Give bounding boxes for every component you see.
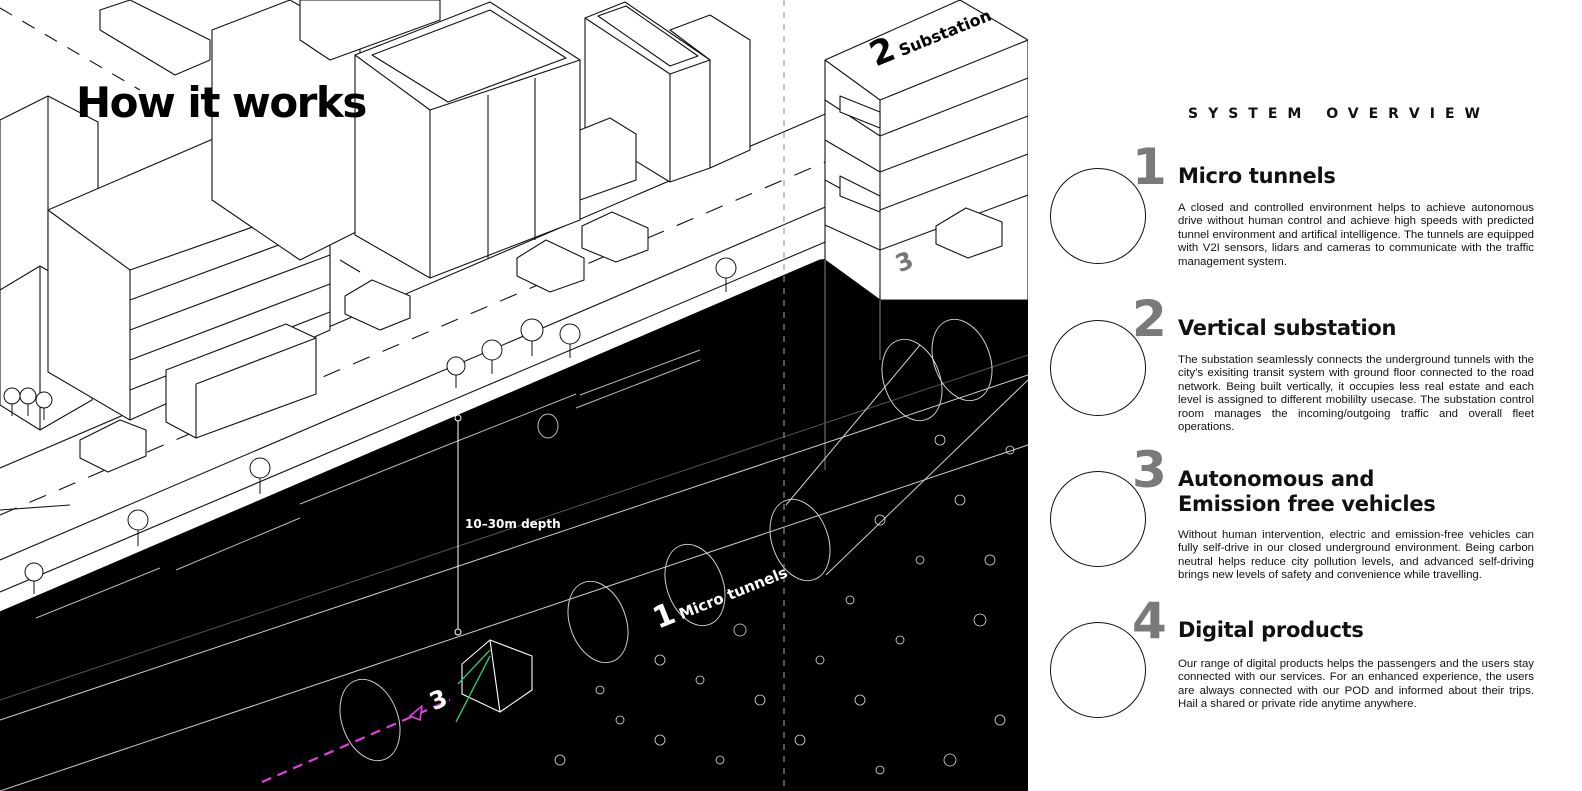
- scene-svg: [0, 0, 1028, 791]
- overview-label: SYSTEM OVERVIEW: [1188, 106, 1490, 122]
- surface-vehicles: [79, 207, 1003, 473]
- feature-number: 1: [1132, 138, 1167, 196]
- underground-section: [0, 239, 1028, 791]
- tunnel-linework: [0, 318, 1028, 791]
- feature-description: The substation seamlessly connects the u…: [1178, 354, 1534, 434]
- tunnel-vehicle: [455, 639, 533, 723]
- feature-title: Micro tunnels: [1178, 164, 1336, 188]
- page-title: How it works: [76, 78, 367, 127]
- feature-number: 4: [1132, 592, 1167, 650]
- feature-number: 2: [1132, 290, 1167, 348]
- feature-description: Without human intervention, electric and…: [1178, 529, 1534, 582]
- rubble: [554, 434, 1015, 775]
- feature-title: Digital products: [1178, 618, 1364, 642]
- feature-circle: [1050, 320, 1146, 416]
- feature-circle: [1050, 471, 1146, 567]
- utility-pipes: [35, 349, 701, 619]
- feature-description: A closed and controlled environment help…: [1178, 202, 1534, 268]
- feature-digital-products: 4 Digital products Our range of digital …: [1040, 596, 1582, 762]
- feature-micro-tunnels: 1 Micro tunnels A closed and controlled …: [1040, 142, 1582, 308]
- feature-vertical-substation: 2 Vertical substation The substation sea…: [1040, 294, 1582, 460]
- feature-description: Our range of digital products helps the …: [1178, 658, 1534, 711]
- feature-autonomous-vehicles: 3 Autonomous and Emission free vehicles …: [1040, 445, 1582, 611]
- feature-title: Autonomous and Emission free vehicles: [1178, 467, 1436, 516]
- isometric-scene: 2 Substation 1 Micro tunnels 3 3 10–30m …: [0, 0, 1028, 791]
- feature-circle: [1050, 168, 1146, 264]
- feature-circle: [1050, 622, 1146, 718]
- depth-label: 10–30m depth: [465, 517, 561, 531]
- trees: [3, 257, 737, 594]
- feature-number: 3: [1132, 441, 1167, 499]
- system-overview-panel: SYSTEM OVERVIEW 1 Micro tunnels A closed…: [1040, 0, 1582, 791]
- depth-marker: [454, 414, 462, 636]
- feature-title: Vertical substation: [1178, 316, 1397, 340]
